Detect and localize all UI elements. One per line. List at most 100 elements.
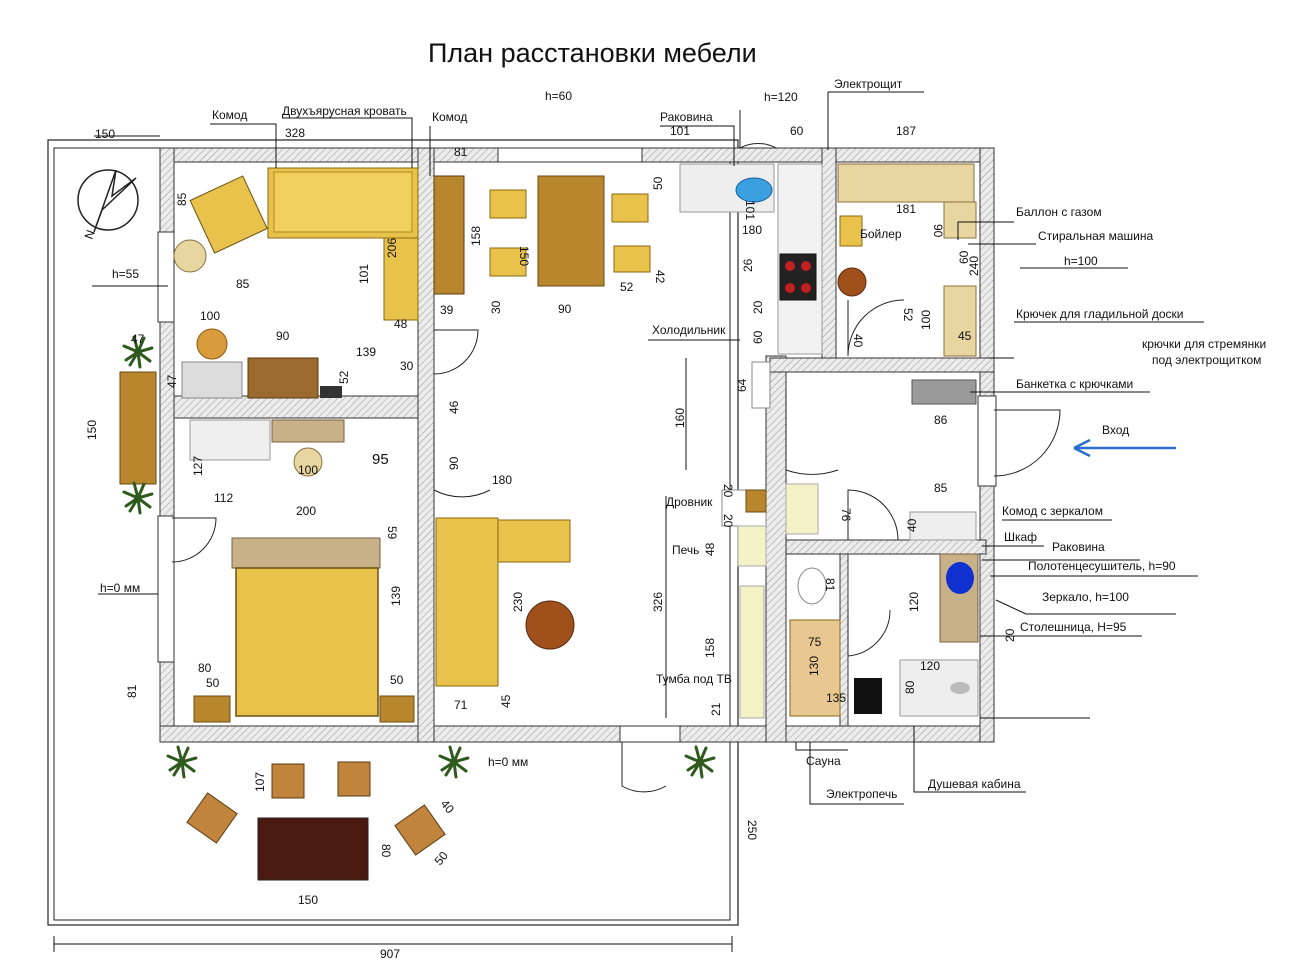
dim-label: 81 (823, 578, 837, 592)
label-bunk-bed: Двухъярусная кровать (282, 104, 407, 118)
dim-label: 120 (907, 592, 921, 612)
dim-label: 86 (934, 413, 948, 427)
dim-label: 180 (492, 473, 512, 487)
label-wardrobe: Шкаф (1004, 530, 1037, 544)
label-dresser-mirror: Комод с зеркалом (1002, 504, 1103, 518)
dim-label: 48 (703, 542, 717, 556)
dim-label: 71 (454, 698, 468, 712)
label-washer: Стиральная машина (1038, 229, 1153, 243)
label-mirror: Зеркало, h=100 (1042, 590, 1129, 604)
dresser-2 (433, 175, 465, 295)
dim-label: 112 (214, 491, 233, 505)
label-kitchen-sink: Раковина (660, 110, 713, 124)
utility-room-furniture (837, 163, 977, 405)
dim-label: 180 (742, 223, 762, 237)
dim-label: 85 (236, 277, 250, 291)
living-room-furniture (435, 361, 771, 719)
bedroom2-furniture (189, 419, 415, 723)
label-komod-2: Комод (432, 110, 467, 124)
dim-label: 20 (751, 300, 765, 314)
dim-label: 26 (741, 258, 755, 272)
dim-label: 52 (620, 280, 634, 294)
dim-label: 206 (385, 238, 399, 258)
dim-label: 101 (743, 200, 757, 220)
label-countertop: Столешница, H=95 (1020, 620, 1127, 634)
dining-table-set (489, 175, 651, 287)
dim-label: 47 (165, 374, 179, 388)
label-shower: Душевая кабина (928, 777, 1021, 791)
dim-label: 150 (517, 246, 531, 266)
dim-label: 158 (703, 638, 717, 658)
dim-label: 60 (957, 250, 971, 264)
label-hooks-ladder-2: под электрощитком (1152, 353, 1261, 367)
callout-labels: Комод Двухъярусная кровать Комод Раковин… (212, 77, 1266, 801)
dim-label: 50 (390, 673, 404, 687)
dim-label: 75 (808, 635, 822, 649)
house-walls (157, 147, 997, 743)
dim-label: 52 (337, 370, 351, 384)
dim-label: 127 (191, 456, 205, 476)
compass-rose-icon: N (77, 169, 139, 241)
dim-label: 120 (920, 659, 940, 673)
terrace-bench (119, 371, 157, 485)
dim-label: 52 (901, 308, 915, 322)
dim-label: 42 (653, 270, 667, 284)
dim-label: 48 (394, 317, 408, 331)
dim-label: 200 (296, 504, 316, 518)
bathroom-furniture (785, 483, 979, 717)
dim-label: 250 (745, 820, 759, 840)
dim-label: 80 (379, 844, 393, 858)
dim-label: 326 (651, 592, 665, 612)
dim-label: 45 (499, 694, 513, 708)
dim-label: 21 (709, 702, 723, 716)
dim-label: 187 (896, 124, 916, 138)
dim-label: 107 (253, 772, 267, 792)
kitchen-furniture (679, 163, 823, 355)
bedroom1-furniture (173, 167, 419, 399)
potted-plant-icon (166, 745, 198, 779)
dim-label: 100 (200, 309, 220, 323)
dim-label: 39 (440, 303, 454, 317)
dim-label: 158 (469, 226, 483, 246)
label-boiler: Бойлер (860, 227, 902, 241)
potted-plant-icon (684, 745, 716, 779)
dim-label: 76 (839, 508, 853, 522)
dim-label: 30 (489, 300, 503, 314)
dim-label: 47 (131, 332, 145, 346)
dim-label: 90 (931, 224, 945, 238)
dim-label: 81 (454, 145, 468, 159)
dim-label: 64 (735, 378, 749, 392)
dim-label: 20 (721, 514, 735, 528)
dim-label: 101 (670, 124, 690, 138)
dim-label: h=0 мм (100, 581, 140, 595)
dim-label: 130 (807, 656, 821, 676)
dim-label: 100 (919, 310, 933, 330)
dim-label: 150 (95, 127, 115, 141)
dim-label: 240 (967, 256, 981, 276)
dim-label: h=60 (545, 89, 572, 103)
label-stove: Печь (672, 543, 699, 557)
dim-label: 90 (558, 302, 572, 316)
dim-label: 160 (673, 408, 687, 428)
dim-label: 90 (447, 456, 461, 470)
dim-label: 40 (851, 334, 865, 348)
dim-label: 40 (905, 518, 919, 532)
terrace-furniture (186, 761, 446, 881)
dim-label: 181 (896, 202, 916, 216)
dim-label: 30 (400, 359, 414, 373)
dim-label: 230 (511, 592, 525, 612)
dim-label: 85 (934, 481, 948, 495)
label-bath-sink: Раковина (1052, 540, 1105, 554)
dim-label: 95 (372, 451, 389, 468)
label-gas: Баллон с газом (1016, 205, 1102, 219)
dim-label: 85 (175, 192, 189, 206)
dim-label: 40 (438, 797, 458, 816)
dim-label: 907 (380, 947, 400, 961)
dim-label: 46 (447, 400, 461, 414)
dim-label: 50 (432, 848, 452, 867)
dim-label: 139 (356, 345, 376, 359)
dim-label: 60 (790, 124, 804, 138)
label-komod: Комод (212, 108, 247, 122)
dim-label: 50 (651, 176, 665, 190)
